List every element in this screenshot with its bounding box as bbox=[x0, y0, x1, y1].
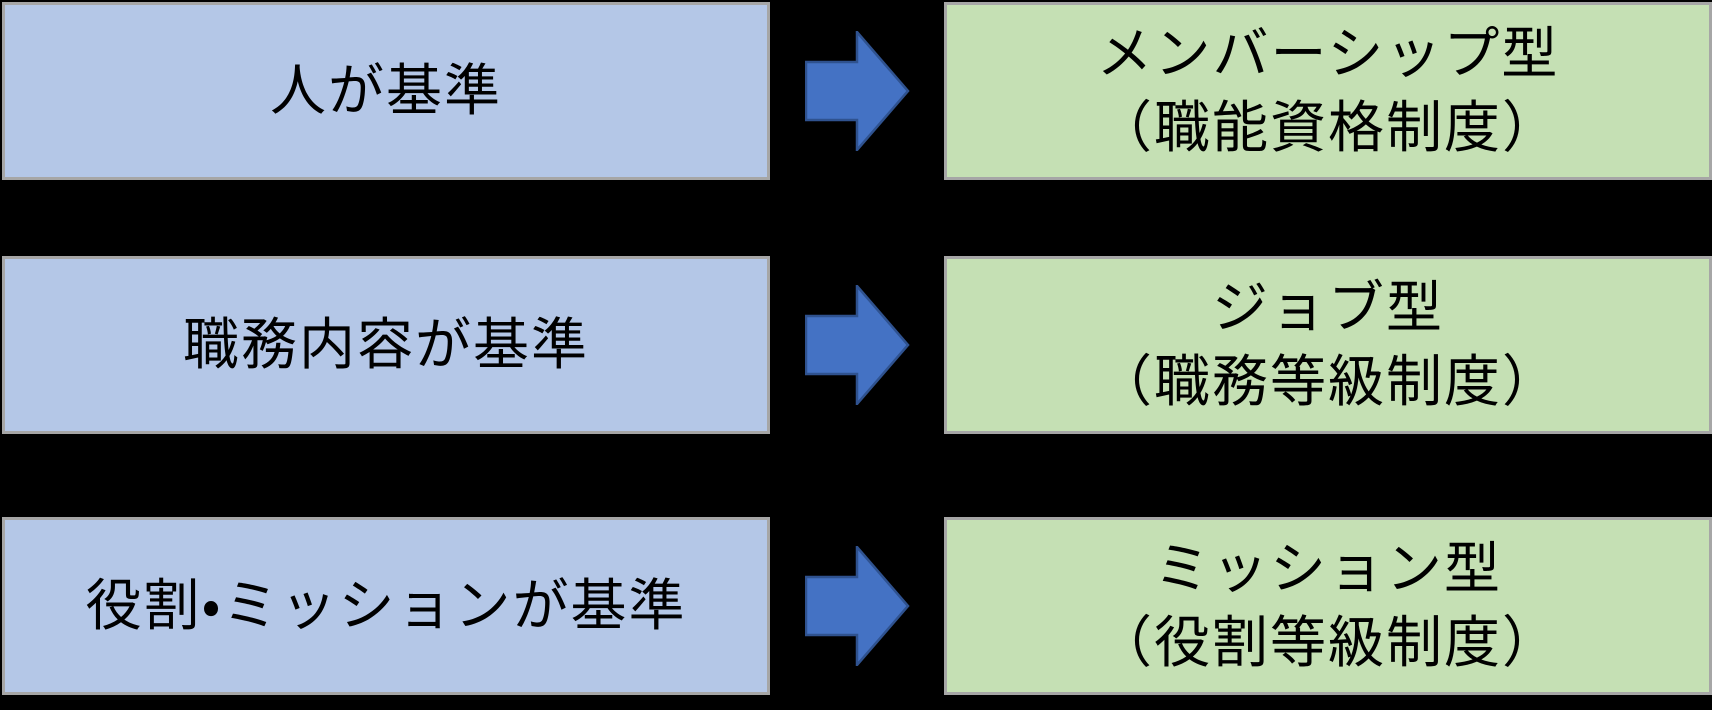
target-box-3: ミッション型 （役割等級制度） bbox=[944, 517, 1712, 695]
source-label-3: 役割・ミッションが基準 bbox=[85, 574, 687, 638]
target-title-3: ミッション型 bbox=[1154, 537, 1502, 601]
source-box-2: 職務内容が基準 bbox=[2, 256, 770, 434]
target-subtitle-1: （職能資格制度） bbox=[1096, 96, 1560, 159]
source-box-3: 役割・ミッションが基準 bbox=[2, 517, 770, 695]
target-box-1: メンバーシップ型 （職能資格制度） bbox=[944, 2, 1712, 180]
target-title-2: ジョブ型 bbox=[1212, 276, 1444, 340]
diagram-row-3: 役割・ミッションが基準 ミッション型 （役割等級制度） bbox=[0, 517, 1712, 695]
diagram-row-2: 職務内容が基準 ジョブ型 （職務等級制度） bbox=[0, 256, 1712, 434]
target-title-1: メンバーシップ型 bbox=[1096, 22, 1560, 86]
source-box-1: 人が基準 bbox=[2, 2, 770, 180]
target-subtitle-3: （役割等級制度） bbox=[1096, 611, 1560, 674]
arrow-right-icon bbox=[805, 546, 910, 666]
arrow-right-icon bbox=[805, 285, 910, 405]
diagram-row-1: 人が基準 メンバーシップ型 （職能資格制度） bbox=[0, 2, 1712, 180]
source-label-1: 人が基準 bbox=[270, 59, 502, 123]
target-subtitle-2: （職務等級制度） bbox=[1096, 350, 1560, 413]
arrow-right-icon bbox=[805, 31, 910, 151]
target-box-2: ジョブ型 （職務等級制度） bbox=[944, 256, 1712, 434]
source-label-2: 職務内容が基準 bbox=[183, 313, 589, 377]
